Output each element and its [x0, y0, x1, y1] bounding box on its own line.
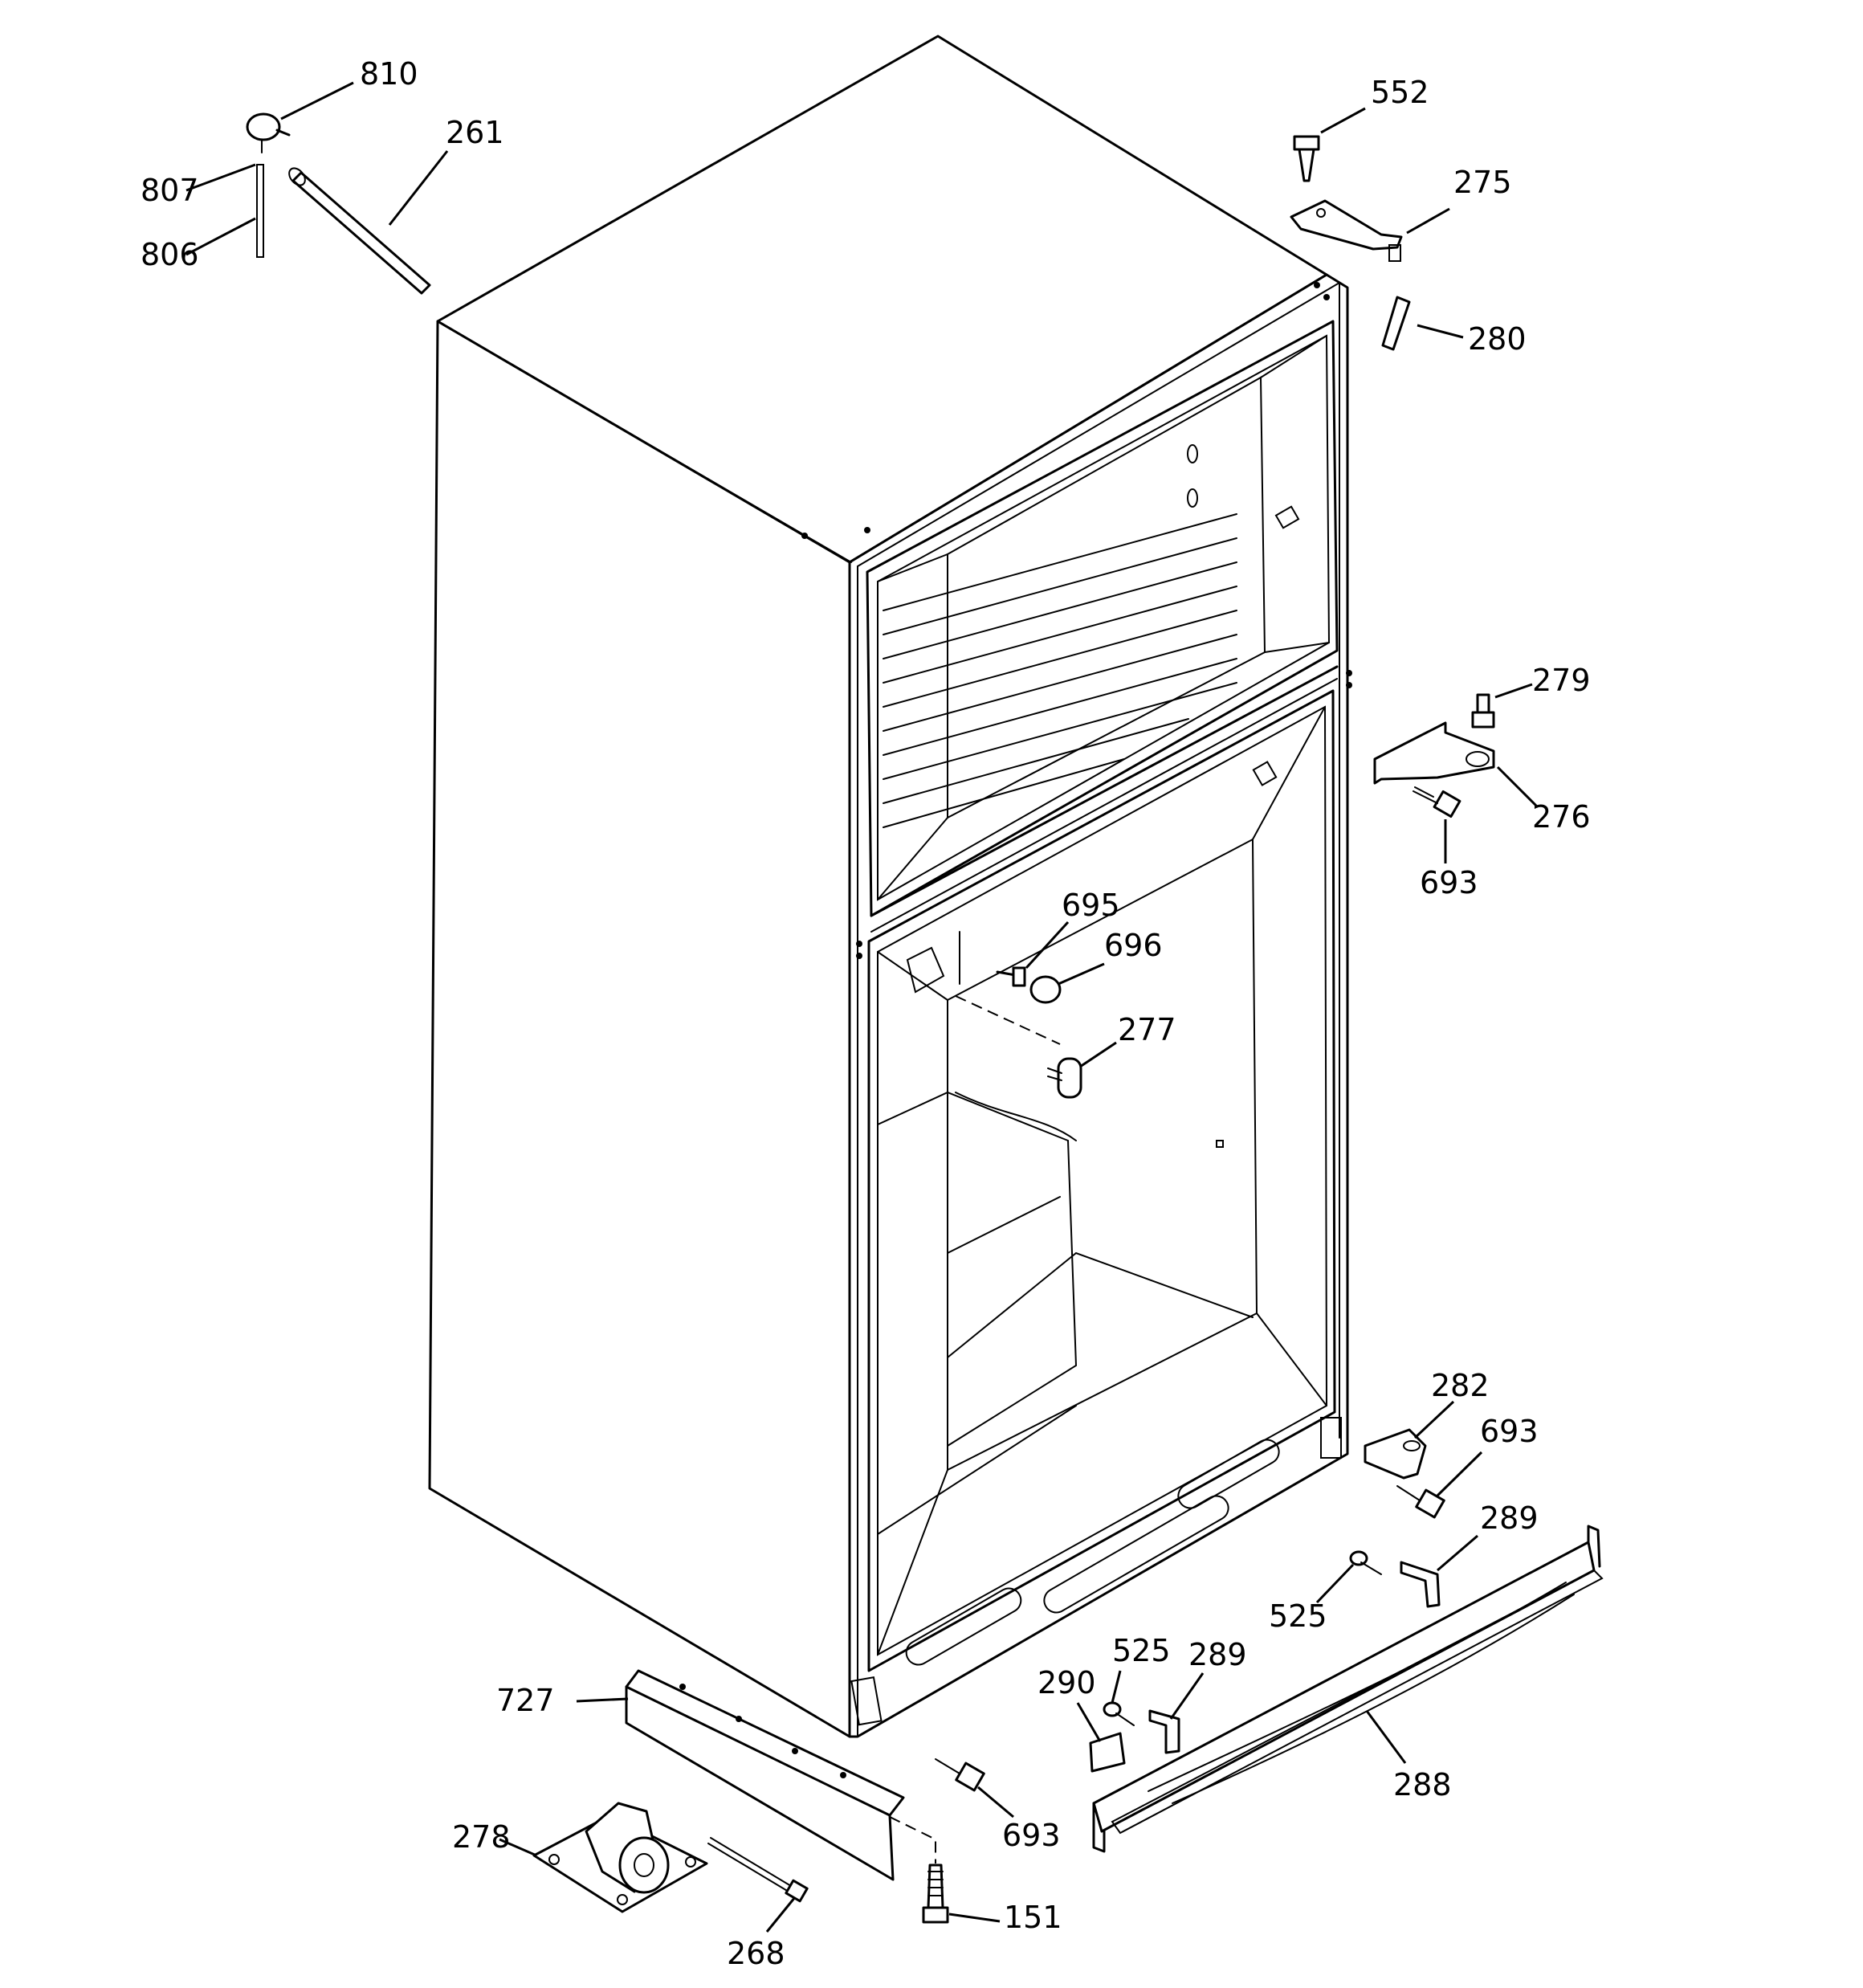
part-693-screw-lower [1396, 1485, 1445, 1519]
label-693-upper: 693 [1420, 865, 1478, 900]
label-525-right: 525 [1269, 1598, 1327, 1634]
part-288-grille [1092, 1525, 1604, 1853]
part-693-screw-upper [1413, 786, 1461, 818]
part-151-screw [922, 1863, 949, 1924]
label-277: 277 [1118, 1012, 1176, 1047]
label-261: 261 [446, 115, 504, 150]
part-696-plug [1029, 975, 1062, 1004]
part-727-bracket [625, 1669, 905, 1881]
label-275: 275 [1453, 165, 1512, 200]
label-810: 810 [360, 56, 418, 92]
label-807: 807 [141, 173, 199, 208]
refrigerator-cabinet [428, 35, 1349, 1738]
label-268: 268 [727, 1936, 785, 1971]
label-278: 278 [452, 1819, 511, 1855]
label-525-left: 525 [1112, 1633, 1171, 1668]
part-289-clip-left [1148, 1709, 1180, 1754]
label-279: 279 [1532, 663, 1591, 698]
part-552-screw [1293, 135, 1320, 182]
part-280-clip [1381, 296, 1411, 351]
part-693-screw-front [935, 1758, 985, 1792]
part-279-pin [1471, 693, 1495, 729]
part-695-screw [996, 966, 1026, 987]
leader-lines [185, 81, 1539, 1933]
part-290-block [1089, 1732, 1126, 1773]
label-695: 695 [1062, 888, 1120, 923]
label-727: 727 [496, 1683, 555, 1718]
label-693-lower: 693 [1480, 1414, 1539, 1449]
label-552: 552 [1371, 75, 1429, 110]
label-693-front: 693 [1002, 1818, 1061, 1853]
part-525-screw-left [1103, 1701, 1135, 1726]
label-289-right: 289 [1480, 1500, 1539, 1536]
part-289-clip-right [1400, 1561, 1441, 1608]
label-290: 290 [1037, 1665, 1096, 1700]
fresh-food-compartment [850, 670, 1352, 1726]
label-282: 282 [1431, 1368, 1490, 1403]
part-277-stop [1047, 1057, 1082, 1099]
label-289-left: 289 [1188, 1637, 1247, 1672]
label-806: 806 [141, 237, 199, 272]
part-806-tube [256, 164, 264, 258]
part-275-top-hinge [1290, 199, 1403, 262]
part-810-elbow [246, 112, 291, 153]
label-696: 696 [1104, 928, 1163, 963]
part-525-screw-right [1349, 1550, 1382, 1575]
part-278-roller-assembly [532, 1802, 708, 1913]
label-276: 276 [1532, 799, 1591, 835]
label-280: 280 [1468, 321, 1527, 357]
part-261-tube [288, 167, 431, 295]
part-276-center-hinge [1373, 721, 1495, 785]
part-282-bottom-hinge [1364, 1428, 1427, 1480]
label-288: 288 [1393, 1767, 1452, 1802]
label-151: 151 [1004, 1900, 1062, 1935]
part-268-rod [707, 1837, 809, 1903]
freezer-compartment [866, 320, 1339, 933]
part-labels: 810 807 806 261 552 275 280 279 276 693 … [141, 56, 1591, 1971]
